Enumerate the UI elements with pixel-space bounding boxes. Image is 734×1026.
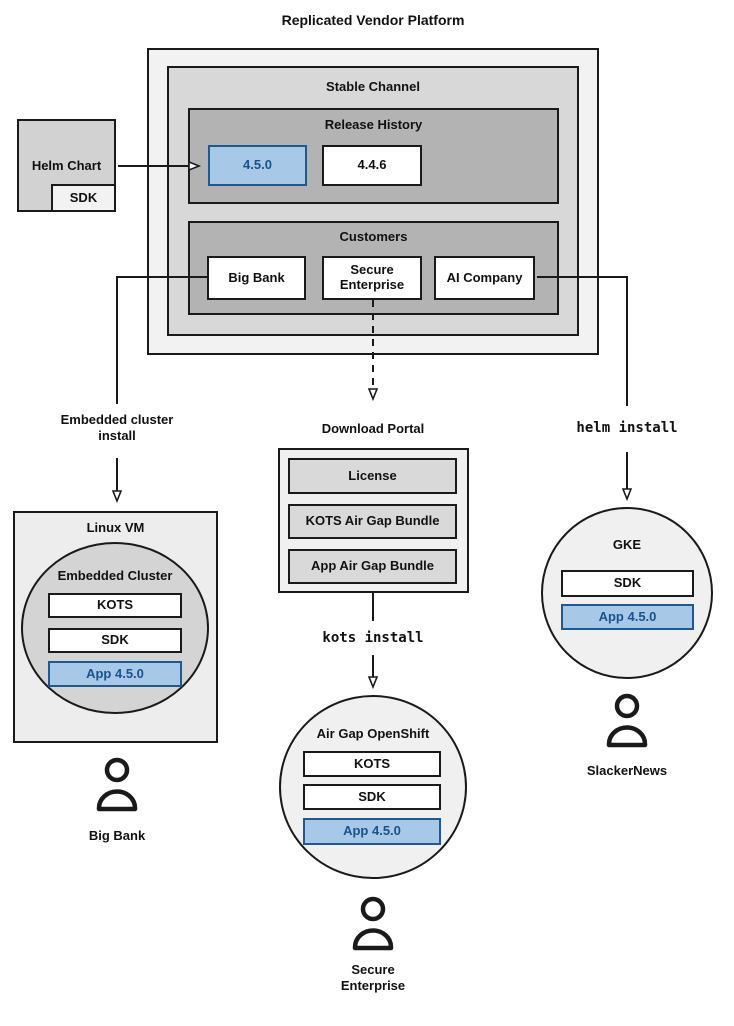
big-bank-user-icon <box>93 757 141 819</box>
download-portal-label: Download Portal <box>321 421 425 436</box>
embedded-app-box: App 4.5.0 <box>48 661 182 687</box>
helm-install-command: helm install <box>576 420 678 436</box>
customer-secure-enterprise: Secure Enterprise <box>322 256 422 300</box>
embedded-cluster-install-label: Embedded cluster install <box>60 412 174 444</box>
kots-airgap-bundle-box: KOTS Air Gap Bundle <box>288 504 457 539</box>
kots-install-command: kots install <box>322 630 424 646</box>
embedded-cluster-label: Embedded Cluster <box>57 568 173 583</box>
release-version-previous: 4.4.6 <box>322 145 422 186</box>
diagram-title: Replicated Vendor Platform <box>281 12 465 28</box>
openshift-app-box: App 4.5.0 <box>303 818 441 845</box>
slackernews-user-label: SlackerNews <box>586 763 668 778</box>
big-bank-user-label: Big Bank <box>88 828 146 843</box>
secure-enterprise-user-icon <box>349 896 397 958</box>
stable-channel-label: Stable Channel <box>326 79 420 94</box>
airgap-openshift-label: Air Gap OpenShift <box>316 726 430 741</box>
customer-ai-company: AI Company <box>434 256 535 300</box>
helm-chart-label: Helm Chart <box>31 158 102 173</box>
release-history-label: Release History <box>324 117 423 132</box>
release-version-current: 4.5.0 <box>208 145 307 186</box>
openshift-kots-box: KOTS <box>303 751 441 777</box>
gke-label: GKE <box>612 537 642 552</box>
app-airgap-bundle-box: App Air Gap Bundle <box>288 549 457 584</box>
openshift-sdk-box: SDK <box>303 784 441 810</box>
customers-label: Customers <box>339 229 408 244</box>
embedded-kots-box: KOTS <box>48 593 182 618</box>
secure-enterprise-user-label: Secure Enterprise <box>340 962 406 994</box>
slackernews-user-icon <box>603 693 651 755</box>
embedded-sdk-box: SDK <box>48 628 182 653</box>
license-box: License <box>288 458 457 494</box>
gke-app-box: App 4.5.0 <box>561 604 694 630</box>
helm-chart-sdk-box: SDK <box>51 184 116 212</box>
gke-sdk-box: SDK <box>561 570 694 597</box>
linux-vm-label: Linux VM <box>86 520 145 535</box>
customer-big-bank: Big Bank <box>207 256 306 300</box>
